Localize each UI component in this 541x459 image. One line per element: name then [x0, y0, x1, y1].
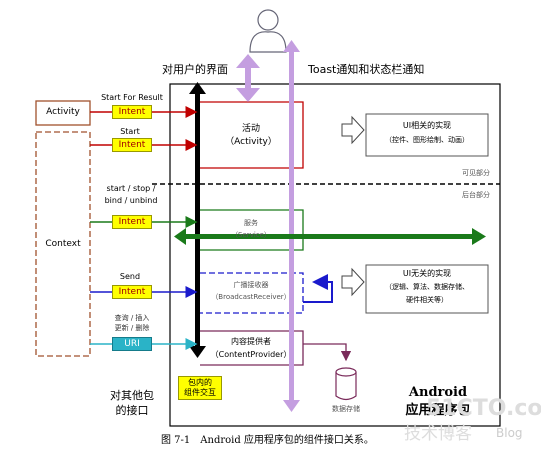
intent-tag-2: Intent — [112, 138, 152, 152]
receiver-loop-arrow — [303, 274, 333, 303]
storage-label: 数据存储 — [332, 405, 360, 413]
external-interface-label-1: 对其他包 — [110, 389, 154, 402]
user-icon — [249, 9, 287, 53]
intent-tag-4: Intent — [112, 285, 152, 299]
ui-impl-label-1: UI相关的实现 — [402, 121, 452, 130]
background-zone-label: 后台部分 — [462, 191, 490, 199]
intent-tag-1: Intent — [112, 105, 152, 119]
database-icon — [335, 367, 357, 401]
nonui-impl-label-2: （逻辑、算法、数据存储、 — [385, 283, 469, 291]
service-component — [200, 209, 304, 251]
ui-impl-label-2: （控件、图形绘制、动画） — [385, 136, 469, 144]
provider-storage-arrow — [303, 343, 352, 362]
receiver-component-label-2: （BroadcastReceiver） — [211, 293, 291, 301]
start-label: Start — [120, 127, 140, 136]
nonui-impl-label-3: 硬件相关等） — [406, 296, 448, 304]
toast-notification-label: Toast通知和状态栏通知 — [308, 63, 425, 76]
receiver-component — [200, 272, 304, 314]
provider-component-label-2: （ContentProvider） — [210, 350, 292, 359]
nonui-hollow-arrow — [341, 267, 365, 297]
service-component-label-2: （Service） — [231, 231, 271, 239]
package-title-2: 应用程序包 — [405, 403, 471, 418]
query-label-1: 查询 / 插入 — [114, 314, 150, 322]
uri-tag: URI — [112, 337, 152, 351]
service-double-arrow — [174, 228, 486, 245]
watermark-blog-cn: 技术博客 — [404, 424, 472, 444]
context-box — [35, 131, 91, 357]
query-label-2: 更新 / 删除 — [114, 324, 150, 332]
send-label: Send — [119, 272, 141, 281]
watermark-site: 51CTO.com — [426, 396, 541, 421]
context-box-label: Context — [45, 239, 81, 249]
provider-component — [200, 330, 304, 366]
start-stop-label-2: bind / unbind — [104, 196, 158, 205]
ui-hollow-arrow — [341, 115, 365, 145]
watermark-blog-en: Blog — [496, 426, 523, 440]
provider-component-label-1: 内容提供者 — [231, 337, 271, 346]
receiver-component-label-1: 广播接收器 — [233, 281, 269, 289]
activity-component-label-1: 活动 — [241, 124, 260, 134]
external-interface-label-2: 的接口 — [115, 404, 149, 417]
package-frame — [169, 83, 501, 427]
inner-interaction-label-1: 包内的 — [188, 378, 212, 387]
toast-arrow — [283, 40, 300, 412]
activity-box-label: Activity — [46, 107, 80, 117]
visible-zone-label: 可见部分 — [462, 169, 490, 177]
package-title-1: Android — [408, 385, 468, 400]
inner-interaction-label-2: 组件交互 — [184, 388, 216, 397]
user-ui-arrow — [236, 54, 260, 102]
ui-impl-box — [365, 113, 489, 157]
start-for-result-label: Start For Result — [101, 93, 163, 102]
activity-component-label-2: （Activity） — [225, 137, 277, 147]
service-component-label-1: 服务 — [244, 219, 258, 227]
inner-interaction-tag: 包内的 组件交互 — [178, 376, 222, 400]
figure-caption: 图 7-1 Android 应用程序包的组件接口关系。 — [161, 435, 374, 446]
intent-tag-3: Intent — [112, 215, 152, 229]
start-stop-label-1: start / stop / — [106, 184, 156, 193]
activity-box — [35, 100, 91, 126]
nonui-impl-label-1: UI无关的实现 — [402, 269, 452, 278]
user-interface-label: 对用户的界面 — [162, 63, 228, 76]
activity-component — [200, 101, 304, 169]
nonui-impl-box — [365, 264, 489, 314]
